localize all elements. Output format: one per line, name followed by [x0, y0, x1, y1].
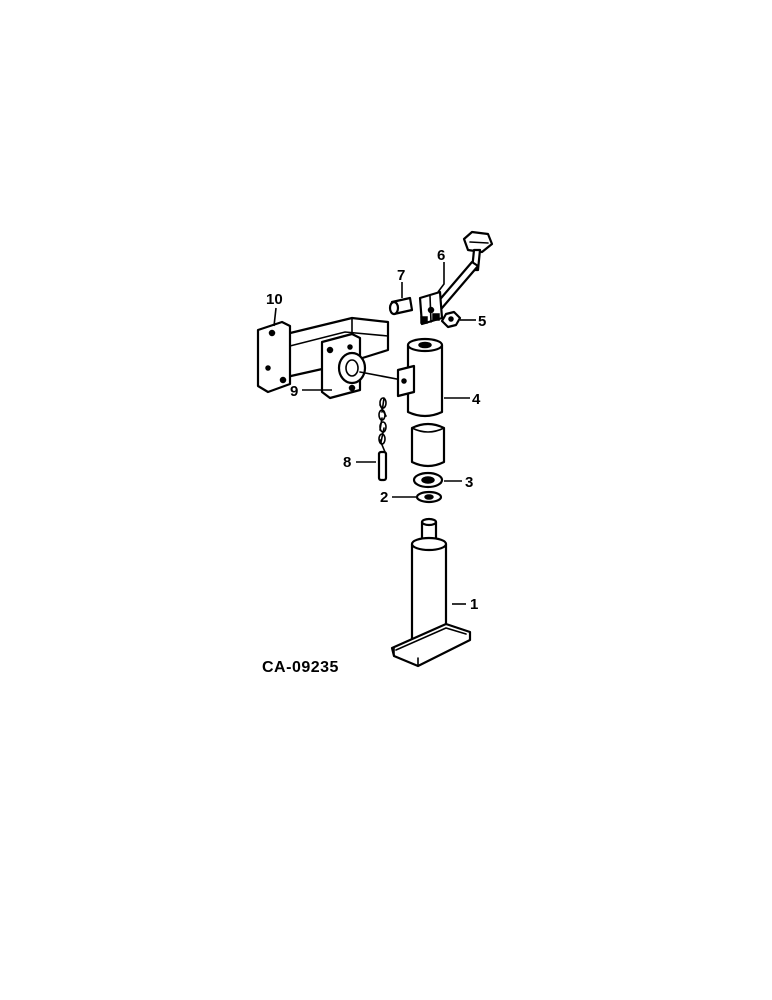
- part-4-outer-tube: [396, 337, 444, 418]
- callout-6: 6: [437, 247, 445, 264]
- part-1-jack-stand: [390, 517, 472, 668]
- callout-10: 10: [266, 291, 283, 308]
- callout-3: 3: [465, 474, 473, 491]
- leader-lines: [273, 262, 476, 605]
- callout-5: 5: [478, 313, 486, 330]
- part-6-crank-handle: [418, 230, 494, 326]
- callout-7: 7: [397, 267, 405, 284]
- mount-arm: [359, 371, 403, 381]
- figure-code: CA-09235: [262, 659, 339, 676]
- callout-2: 2: [380, 489, 388, 506]
- callout-1: 1: [470, 596, 478, 613]
- callout-4: 4: [472, 391, 481, 408]
- callout-9: 9: [290, 383, 298, 400]
- part-4-inner-tube: [410, 422, 446, 468]
- part-7-clevis-pin: [388, 296, 414, 316]
- part-5-nut: [440, 310, 462, 329]
- part-10-tongue-frame: [256, 316, 390, 400]
- part-2-washer: [415, 490, 443, 504]
- part-3-bearing: [412, 471, 444, 489]
- part-8-chain-pin: [377, 397, 388, 482]
- callout-8: 8: [343, 454, 351, 471]
